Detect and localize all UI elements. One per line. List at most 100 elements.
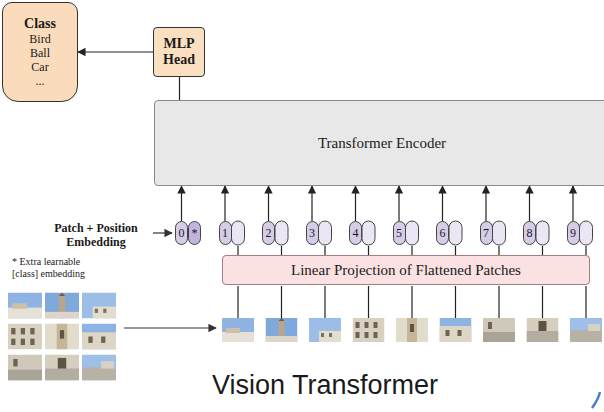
patch-row [222, 318, 602, 342]
feed-line [368, 246, 369, 255]
image-patch [309, 318, 341, 342]
embedding-pill [406, 221, 419, 245]
feed-line [585, 246, 586, 255]
connector-arrow [224, 186, 225, 221]
feed-line [368, 286, 369, 318]
image-patch [570, 318, 602, 342]
connector-arrow [179, 77, 180, 100]
node-content: 9 [570, 226, 576, 240]
corner-mark [592, 392, 600, 408]
feed-line [455, 286, 456, 318]
position-embedding-pill: * [188, 221, 201, 245]
feed-line [542, 246, 543, 255]
connector-arrow [355, 186, 356, 221]
image-patch [8, 324, 42, 350]
image-patch [222, 318, 254, 342]
node-title: 2 [266, 226, 272, 240]
feed-line [498, 246, 499, 255]
position-embedding-pill: 2 [262, 221, 275, 245]
class-token-note: * Extra learnable [class] embedding [12, 256, 104, 280]
embedding-pill [449, 221, 462, 245]
image-patch [440, 318, 472, 342]
node-title: * [192, 226, 198, 240]
connector-arrow [311, 186, 312, 221]
connector-arrow [78, 51, 153, 52]
node-title: 1 [222, 226, 228, 240]
node-content: 2 [266, 226, 272, 240]
image-patch [45, 293, 79, 319]
patch-embedding-pills [232, 221, 593, 245]
feed-line [585, 286, 586, 318]
node-title: 9 [570, 226, 576, 240]
image-patch [483, 318, 515, 342]
node-content: ClassBird Ball Car ... [24, 16, 56, 88]
position-embedding-pill: 4 [349, 221, 362, 245]
image-patch [353, 318, 385, 342]
embedding-pill [580, 221, 593, 245]
position-embedding-pill: 1 [219, 221, 232, 245]
image-patch [266, 318, 298, 342]
connector-arrow [268, 186, 269, 221]
image-patch [45, 324, 79, 350]
embedding-pill [536, 221, 549, 245]
image-patch [8, 355, 42, 381]
feed-line [237, 286, 238, 318]
leader-arrow [153, 232, 172, 233]
node-content: 5 [396, 226, 402, 240]
connector-arrow [572, 186, 573, 221]
position-embedding-pill: 7 [480, 221, 493, 245]
node-title: 3 [309, 226, 315, 240]
node-title: Linear Projection of Flattened Patches [291, 262, 521, 279]
node-title: 5 [396, 226, 402, 240]
feed-line [237, 246, 238, 255]
linear-projection-box: Linear Projection of Flattened Patches [222, 255, 590, 285]
node-title: MLP Head [163, 36, 195, 68]
node-title: Transformer Encoder [318, 135, 446, 152]
node-content: Linear Projection of Flattened Patches [291, 262, 521, 279]
position-embedding-pill: 5 [393, 221, 406, 245]
feed-line [411, 286, 412, 318]
embedding-pill [232, 221, 245, 245]
node-title: 7 [483, 226, 489, 240]
image-patch [527, 318, 559, 342]
feed-line [411, 246, 412, 255]
feed-line [542, 286, 543, 318]
image-patch [8, 293, 42, 319]
image-patch [82, 355, 116, 381]
node-content: 4 [353, 226, 359, 240]
image-patch [82, 293, 116, 319]
node-content: 3 [309, 226, 315, 240]
embedding-pill [275, 221, 288, 245]
feed-line [281, 286, 282, 318]
flatten-arrow [124, 327, 216, 328]
position-embedding-pill: 6 [436, 221, 449, 245]
embedding-pill [493, 221, 506, 245]
connector-arrow [485, 186, 486, 221]
embedding-label: Patch + Position Embedding [40, 221, 152, 249]
node-title: 8 [527, 226, 533, 240]
connector-arrow [529, 186, 530, 221]
embedding-pill [362, 221, 375, 245]
image-patch [45, 355, 79, 381]
node-content: 0 [179, 226, 185, 240]
diagram-caption: Vision Transformer [212, 370, 438, 401]
connector-arrow [181, 186, 182, 221]
image-patch [82, 324, 116, 350]
feed-line [281, 246, 282, 255]
node-content: 6 [440, 226, 446, 240]
node-content: MLP Head [163, 36, 195, 68]
position-embedding-pill: 3 [306, 221, 319, 245]
node-content: 8 [527, 226, 533, 240]
feed-line [498, 286, 499, 318]
patch-grid [8, 293, 116, 381]
mlp-head-box: MLP Head [153, 27, 205, 77]
feed-line [324, 246, 325, 255]
position-embedding-pill: 8 [523, 221, 536, 245]
node-title: 4 [353, 226, 359, 240]
node-title: 6 [440, 226, 446, 240]
position-embedding-pill: 0 [175, 221, 188, 245]
